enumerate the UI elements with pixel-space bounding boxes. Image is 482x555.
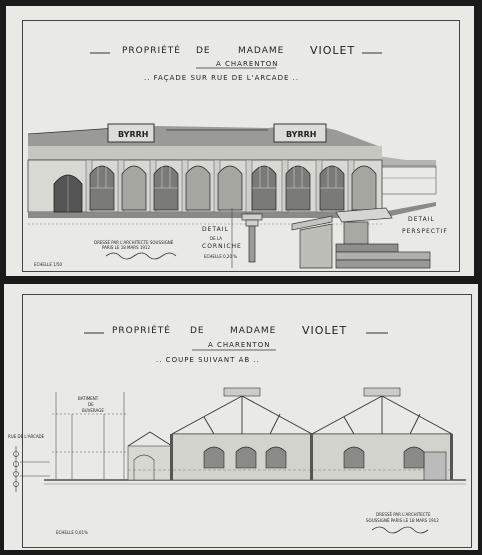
sheet-border [22, 20, 460, 272]
title-word-3: MADAME [238, 46, 285, 56]
section-window [343, 446, 365, 469]
arch-opening [217, 165, 243, 211]
view-title: .. FAÇADE SUR RUE DE L'ARCADE .. [144, 74, 300, 82]
section-window [203, 446, 225, 469]
batiment-label-1: BATIMENT [78, 396, 99, 401]
title-word-2: DE [190, 326, 205, 336]
cornice-detail-sub2: CORNICHE [202, 243, 242, 250]
architect-note-2: SOUSSIGNÉ PARIS LE 18 MARS 1912 [366, 518, 439, 523]
location: A CHARENTON [216, 60, 279, 68]
title-word-3: MADAME [230, 326, 277, 336]
arch-opening [185, 165, 211, 211]
view-title: .. COUPE SUIVANT AB .. [156, 356, 260, 364]
title-rules [84, 332, 388, 351]
sheet-border [22, 294, 472, 548]
title-word-1: PROPRIÉTÉ [112, 326, 171, 336]
perspective-detail-sub: PERSPECTIF [402, 228, 448, 235]
architect-note-1: DRESSÉ PAR L'ARCHITECTE [376, 512, 431, 517]
title-rules [90, 52, 382, 69]
cornice-detail-sub1: DE LA [210, 236, 222, 241]
title-word-1: PROPRIÉTÉ [122, 46, 181, 56]
section-window [403, 446, 425, 469]
batiment-label-3: BUVERAGE [82, 408, 104, 413]
perspective-detail-label: DETAIL [408, 216, 435, 223]
facade-drawing-sheet: PROPRIÉTÉ DE MADAME VIOLET A CHARENTON .… [6, 6, 474, 276]
rue-label: RUE DE L'ARCADE [8, 434, 45, 439]
arch-opening [121, 165, 147, 211]
signature [105, 252, 177, 260]
building-section [13, 387, 466, 534]
architect-note-1: DRESSÉ PAR L'ARCHITECTE SOUSSIGNÉ [94, 240, 174, 245]
title-word-2: DE [196, 46, 211, 56]
arch-opening [351, 165, 377, 211]
location: A CHARENTON [208, 341, 271, 349]
arched-windows [89, 165, 377, 211]
cornice-detail-label: DETAIL [202, 226, 229, 233]
title-word-4: VIOLET [310, 44, 356, 57]
facade-elevation [27, 123, 437, 269]
sign-right: BYRRH [286, 130, 317, 139]
batiment-label-2: DE [88, 402, 94, 407]
section-drawing-sheet: PROPRIÉTÉ DE MADAME VIOLET A CHARENTON .… [4, 284, 478, 550]
scale-note: ECHELLE 1/50 [34, 262, 63, 267]
title-word-4: VIOLET [302, 324, 348, 337]
architect-note-2: PARIS LE 18 MARS 1912 [102, 245, 151, 250]
sign-left: BYRRH [118, 130, 149, 139]
section-window [235, 446, 257, 469]
section-window [265, 446, 287, 469]
section-windows [203, 446, 425, 469]
cornice-detail-scale: ECHELLE 0,20 % [204, 254, 238, 259]
scale-note: ECHELLE 0,01% [56, 530, 88, 535]
